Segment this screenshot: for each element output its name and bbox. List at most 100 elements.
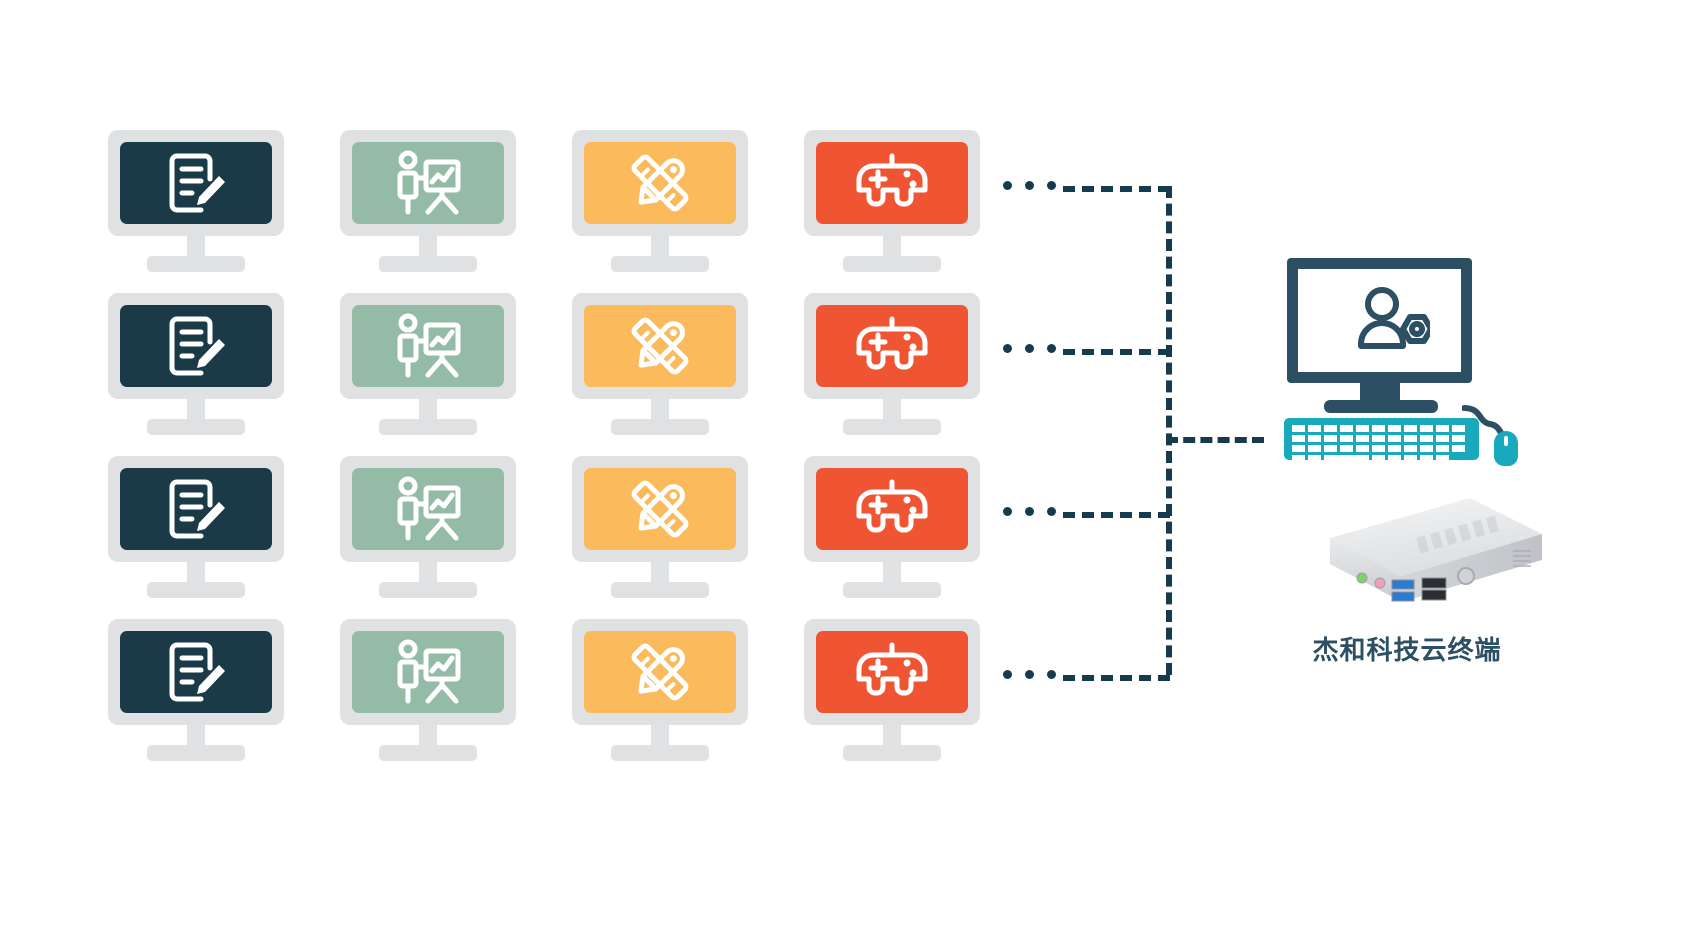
- monitor-neck: [651, 562, 669, 586]
- monitor-screen: [352, 305, 504, 387]
- server-monitor: [1287, 258, 1472, 383]
- monitor-base: [147, 419, 245, 435]
- client-monitor-game-row1[interactable]: [804, 130, 980, 272]
- monitor-neck: [187, 562, 205, 586]
- connector-trunk-to-server: [1166, 437, 1264, 443]
- connector-branch-row-2: [1063, 349, 1170, 355]
- monitor-base: [147, 745, 245, 761]
- client-monitor-design-row1[interactable]: [572, 130, 748, 272]
- monitor-bezel: [572, 293, 748, 399]
- ellipsis-dot: [1047, 344, 1056, 353]
- client-monitor-pres-row1[interactable]: [340, 130, 516, 272]
- monitor-bezel: [804, 456, 980, 562]
- presentation-icon: [393, 476, 463, 542]
- monitor-base: [379, 582, 477, 598]
- monitor-bezel: [804, 130, 980, 236]
- monitor-bezel: [108, 456, 284, 562]
- monitor-base: [843, 256, 941, 272]
- monitor-neck: [187, 725, 205, 749]
- monitor-bezel: [108, 619, 284, 725]
- ellipsis-dot: [1025, 507, 1034, 516]
- client-monitor-game-row4[interactable]: [804, 619, 980, 761]
- monitor-bezel: [340, 456, 516, 562]
- monitor-base: [147, 582, 245, 598]
- cloud-terminal-group: 杰和科技云终端: [1262, 250, 1552, 710]
- server-monitor-base: [1324, 400, 1438, 413]
- monitor-base: [843, 745, 941, 761]
- monitor-neck: [883, 562, 901, 586]
- connector-branch-row-4: [1063, 675, 1170, 681]
- user-settings-icon: [1358, 287, 1434, 362]
- server-monitor-neck: [1360, 383, 1400, 403]
- ruler-pencil-icon: [626, 475, 694, 543]
- monitor-screen: [816, 305, 968, 387]
- monitor-screen: [816, 468, 968, 550]
- monitor-bezel: [340, 619, 516, 725]
- monitor-neck: [187, 399, 205, 423]
- monitor-bezel: [572, 130, 748, 236]
- monitor-screen: [584, 631, 736, 713]
- monitor-neck: [419, 562, 437, 586]
- client-monitor-doc-row3[interactable]: [108, 456, 284, 598]
- monitor-neck: [883, 236, 901, 260]
- monitor-screen: [584, 305, 736, 387]
- gamepad-icon: [855, 152, 929, 214]
- mini-pc-icon: [1330, 498, 1542, 602]
- ellipsis-row-1: [1003, 181, 1056, 190]
- monitor-bezel: [108, 293, 284, 399]
- ruler-pencil-icon: [626, 149, 694, 217]
- monitor-neck: [419, 236, 437, 260]
- ellipsis-dot: [1025, 181, 1034, 190]
- monitor-bezel: [108, 130, 284, 236]
- client-monitor-pres-row2[interactable]: [340, 293, 516, 435]
- monitor-base: [611, 256, 709, 272]
- monitor-neck: [419, 725, 437, 749]
- monitor-base: [843, 582, 941, 598]
- monitor-neck: [883, 725, 901, 749]
- monitor-screen: [120, 631, 272, 713]
- monitor-neck: [651, 399, 669, 423]
- document-edit-icon: [163, 639, 229, 705]
- client-monitor-design-row3[interactable]: [572, 456, 748, 598]
- monitor-screen: [352, 142, 504, 224]
- monitor-neck: [651, 236, 669, 260]
- monitor-base: [611, 745, 709, 761]
- monitor-base: [611, 419, 709, 435]
- client-monitor-doc-row2[interactable]: [108, 293, 284, 435]
- client-monitor-design-row4[interactable]: [572, 619, 748, 761]
- ruler-pencil-icon: [626, 638, 694, 706]
- ellipsis-dot: [1003, 507, 1012, 516]
- client-monitor-pres-row4[interactable]: [340, 619, 516, 761]
- ellipsis-dot: [1003, 181, 1012, 190]
- document-edit-icon: [163, 313, 229, 379]
- monitor-bezel: [572, 456, 748, 562]
- monitor-neck: [419, 399, 437, 423]
- client-monitor-game-row2[interactable]: [804, 293, 980, 435]
- document-edit-icon: [163, 476, 229, 542]
- monitor-screen: [352, 468, 504, 550]
- monitor-neck: [651, 725, 669, 749]
- presentation-icon: [393, 150, 463, 216]
- client-monitor-pres-row3[interactable]: [340, 456, 516, 598]
- client-monitor-game-row3[interactable]: [804, 456, 980, 598]
- gamepad-icon: [855, 478, 929, 540]
- monitor-bezel: [572, 619, 748, 725]
- monitor-base: [843, 419, 941, 435]
- presentation-icon: [393, 313, 463, 379]
- monitor-screen: [584, 468, 736, 550]
- monitor-screen: [584, 142, 736, 224]
- monitor-neck: [187, 236, 205, 260]
- monitor-bezel: [804, 293, 980, 399]
- ellipsis-dot: [1003, 670, 1012, 679]
- monitor-screen: [352, 631, 504, 713]
- connector-branch-row-3: [1063, 512, 1170, 518]
- client-monitor-design-row2[interactable]: [572, 293, 748, 435]
- ellipsis-dot: [1047, 507, 1056, 516]
- ellipsis-dot: [1003, 344, 1012, 353]
- client-monitor-doc-row4[interactable]: [108, 619, 284, 761]
- monitor-base: [611, 582, 709, 598]
- client-monitor-doc-row1[interactable]: [108, 130, 284, 272]
- monitor-bezel: [340, 130, 516, 236]
- ellipsis-row-3: [1003, 507, 1056, 516]
